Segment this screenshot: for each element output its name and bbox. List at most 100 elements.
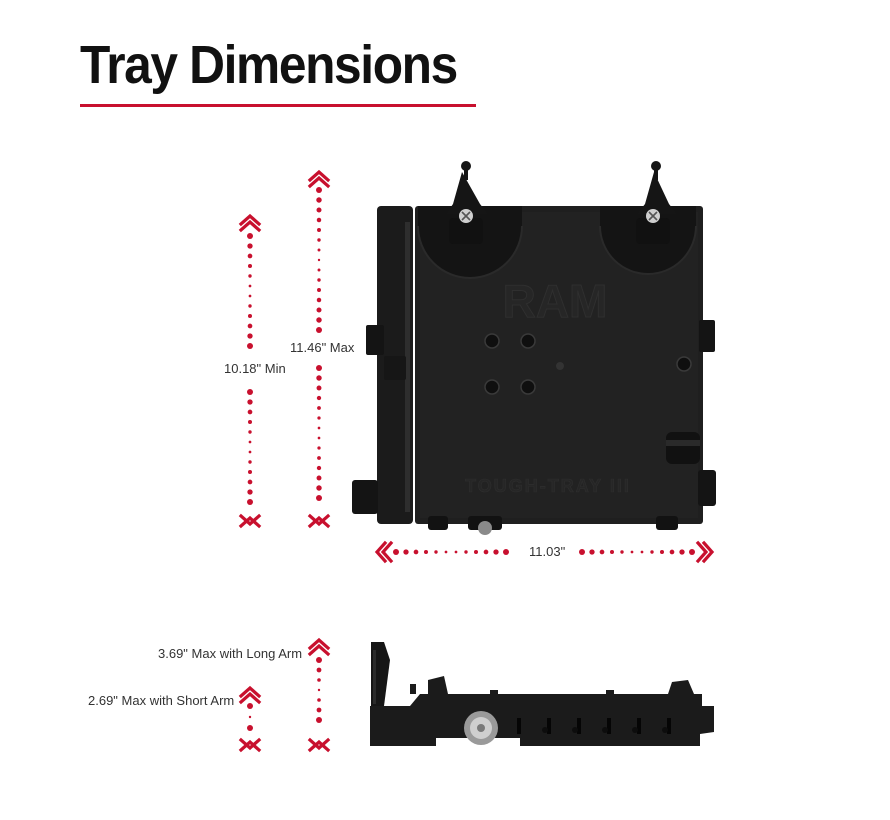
depth-long-dot xyxy=(317,698,321,702)
height-max-dot xyxy=(317,258,321,262)
width-dot xyxy=(423,549,429,555)
height-min-dot xyxy=(247,263,253,269)
height-max-dot xyxy=(316,197,322,203)
height-min-arrow-up xyxy=(238,213,262,227)
height-max-dot xyxy=(316,495,322,501)
height-max-dot xyxy=(316,465,322,471)
height-min-arrow-down-inner xyxy=(238,515,262,529)
height-max-dot xyxy=(317,238,321,242)
width-dot xyxy=(454,550,458,554)
width-dot xyxy=(434,550,438,554)
height-max-dot xyxy=(317,416,321,420)
height-min-dot xyxy=(247,469,253,475)
height-min-dot xyxy=(247,479,253,485)
height-max-label: 11.46" Max xyxy=(290,340,355,355)
depth-long-dot xyxy=(316,717,322,723)
brand-emboss: RAM xyxy=(503,275,608,327)
height-min-dot xyxy=(247,409,253,415)
height-min-dot xyxy=(248,450,252,454)
height-max-dot xyxy=(316,385,322,391)
height-max-arrow-up xyxy=(307,169,331,183)
height-min-dot xyxy=(247,489,253,495)
width-dot xyxy=(640,550,644,554)
depth-long-arrow-down xyxy=(307,737,331,751)
depth-long-dot xyxy=(317,688,321,692)
height-min-dot xyxy=(247,499,253,505)
height-max-dot xyxy=(317,248,321,252)
width-arrow-right xyxy=(701,540,715,564)
height-min-dot xyxy=(247,399,253,405)
height-min-dot xyxy=(247,389,253,395)
width-dot xyxy=(464,550,468,554)
model-emboss: TOUGH-TRAY III xyxy=(465,476,631,496)
height-min-dot xyxy=(247,253,253,259)
side-slots xyxy=(517,718,671,734)
height-max-dot xyxy=(316,485,322,491)
height-max-dot xyxy=(317,456,321,460)
width-dot xyxy=(689,549,695,555)
width-dot xyxy=(503,549,509,555)
width-dot xyxy=(609,549,615,555)
height-max-dot xyxy=(316,365,322,371)
width-dot xyxy=(630,550,634,554)
height-max-dot xyxy=(316,187,322,193)
height-min-arrow-down xyxy=(238,513,262,527)
left-clip-bottom xyxy=(352,480,378,514)
height-max-arrow-up-inner xyxy=(307,175,331,189)
title-underline xyxy=(80,104,476,107)
width-label: 11.03" xyxy=(529,544,566,559)
depth-short-dot xyxy=(248,715,252,719)
height-min-dot xyxy=(248,430,252,434)
height-min-dot xyxy=(247,243,253,249)
height-min-label: 10.18" Min xyxy=(224,361,286,376)
depth-long-arm-label: 3.69" Max with Long Arm xyxy=(158,646,303,661)
width-arrow-left xyxy=(374,540,388,564)
depth-short-arrow-down xyxy=(238,737,262,751)
width-dot xyxy=(579,549,585,555)
width-dot xyxy=(493,549,499,555)
height-max-dot xyxy=(317,446,321,450)
height-max-dot xyxy=(317,268,321,272)
depth-long-arrow-down-inner xyxy=(307,739,331,753)
height-max-dot xyxy=(316,207,322,213)
width-dot xyxy=(679,549,685,555)
height-min-dot xyxy=(248,284,252,288)
tray-front-view: RAM TOUGH-TRAY III xyxy=(352,161,716,535)
height-max-dot xyxy=(317,228,321,232)
depth-long-dot xyxy=(316,667,322,673)
width-dot xyxy=(589,549,595,555)
height-max-dot xyxy=(317,278,321,282)
height-min-arrow-up-inner xyxy=(238,219,262,233)
page-title: Tray Dimensions xyxy=(80,35,458,95)
height-min-dot xyxy=(247,343,253,349)
width-dot xyxy=(413,549,419,555)
width-arrow-left-inner xyxy=(380,540,394,564)
height-max-dot xyxy=(316,297,322,303)
depth-long-arrow-up xyxy=(307,637,331,651)
height-min-dot xyxy=(247,233,253,239)
height-max-dot xyxy=(316,395,322,401)
height-min-dot xyxy=(247,313,253,319)
amps-hole-pattern xyxy=(484,333,692,395)
depth-short-arm-label: 2.69" Max with Short Arm xyxy=(88,693,235,708)
width-dot xyxy=(650,550,654,554)
height-max-dot xyxy=(316,375,322,381)
height-min-dot xyxy=(247,323,253,329)
height-min-dot xyxy=(247,419,253,425)
width-dot xyxy=(669,549,675,555)
tray-side-view xyxy=(370,642,714,746)
width-arrow-right-inner xyxy=(695,540,709,564)
height-min-dot xyxy=(248,294,252,298)
height-max-dot xyxy=(316,317,322,323)
depth-short-dot xyxy=(247,725,253,731)
width-dot xyxy=(599,549,605,555)
depth-long-dot xyxy=(316,657,322,663)
width-dot xyxy=(444,550,448,554)
height-max-dot xyxy=(316,307,322,313)
right-clip-top xyxy=(699,320,715,352)
height-max-dot xyxy=(316,475,322,481)
height-max-dot xyxy=(317,436,321,440)
right-clip-bottom xyxy=(698,470,716,506)
height-max-dot xyxy=(316,217,322,223)
